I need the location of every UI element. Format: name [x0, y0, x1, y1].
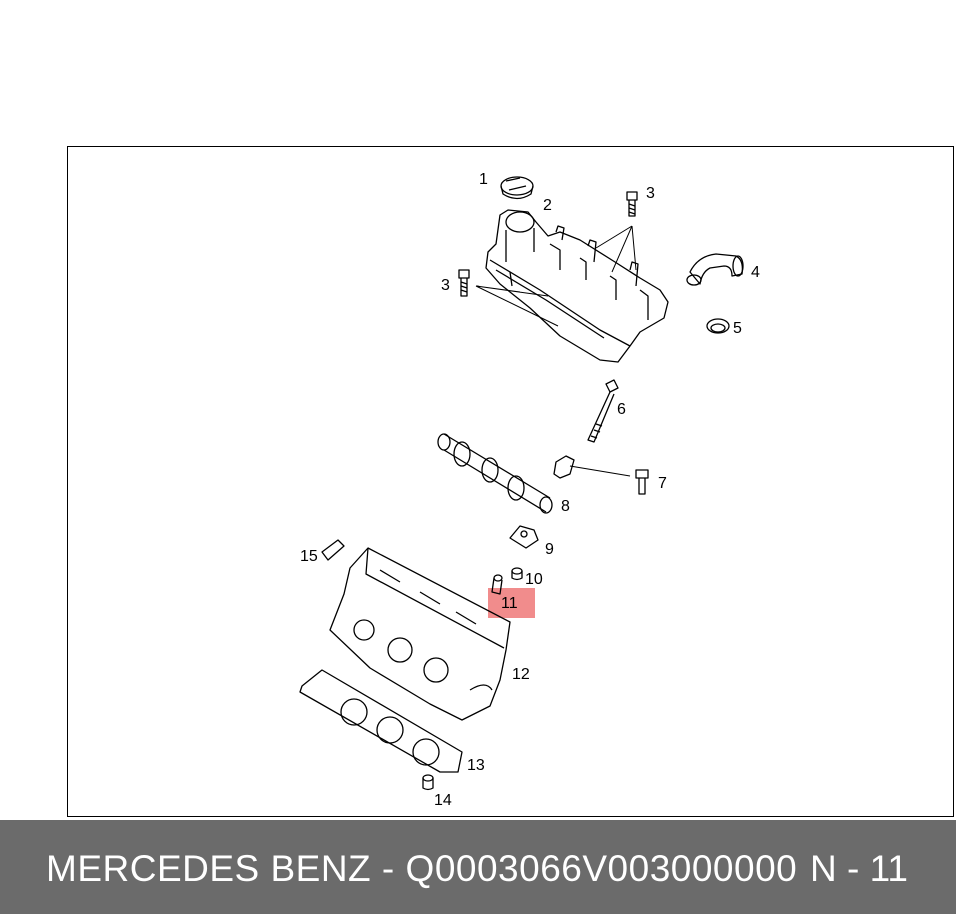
dowel-pin: [422, 774, 434, 791]
diagram-frame: [67, 146, 954, 817]
callout-5: 5: [733, 320, 742, 337]
page-reference: N - 11: [809, 848, 908, 889]
valve-stem-seal: [511, 567, 523, 581]
callout-3-upper: 3: [646, 185, 655, 202]
cylinder-head: [329, 547, 511, 721]
callout-13: 13: [467, 757, 485, 774]
end-cap: [321, 539, 345, 561]
callout-3-left: 3: [441, 277, 450, 294]
callout-12: 12: [512, 666, 530, 683]
callout-10: 10: [525, 571, 543, 588]
callout-4: 4: [751, 264, 760, 281]
screw-left: [458, 269, 470, 297]
callout-6: 6: [617, 401, 626, 418]
callout-2: 2: [543, 197, 552, 214]
camshaft-bracket: [553, 455, 649, 495]
part-number-text: MERCEDES BENZ - Q0003066V003000000: [46, 848, 798, 889]
valve-cover: [485, 209, 669, 363]
callout-14: 14: [434, 792, 452, 809]
callout-1: 1: [479, 171, 488, 188]
callout-8: 8: [561, 498, 570, 515]
callout-7: 7: [658, 475, 667, 492]
callout-11: 11: [501, 595, 518, 612]
callout-15: 15: [300, 548, 318, 565]
breather-hose: [686, 253, 744, 286]
plug: [491, 574, 503, 595]
screw-upper: [626, 191, 638, 217]
oil-filler-cap: [500, 176, 534, 200]
camshaft: [437, 433, 553, 514]
rocker-arm: [509, 525, 539, 549]
hose-clamp: [706, 318, 730, 334]
callout-9: 9: [545, 541, 554, 558]
head-gasket: [299, 669, 463, 773]
long-bolt: [587, 379, 619, 443]
footer-bar: MERCEDES BENZ - Q0003066V003000000 N - 1…: [0, 820, 956, 914]
